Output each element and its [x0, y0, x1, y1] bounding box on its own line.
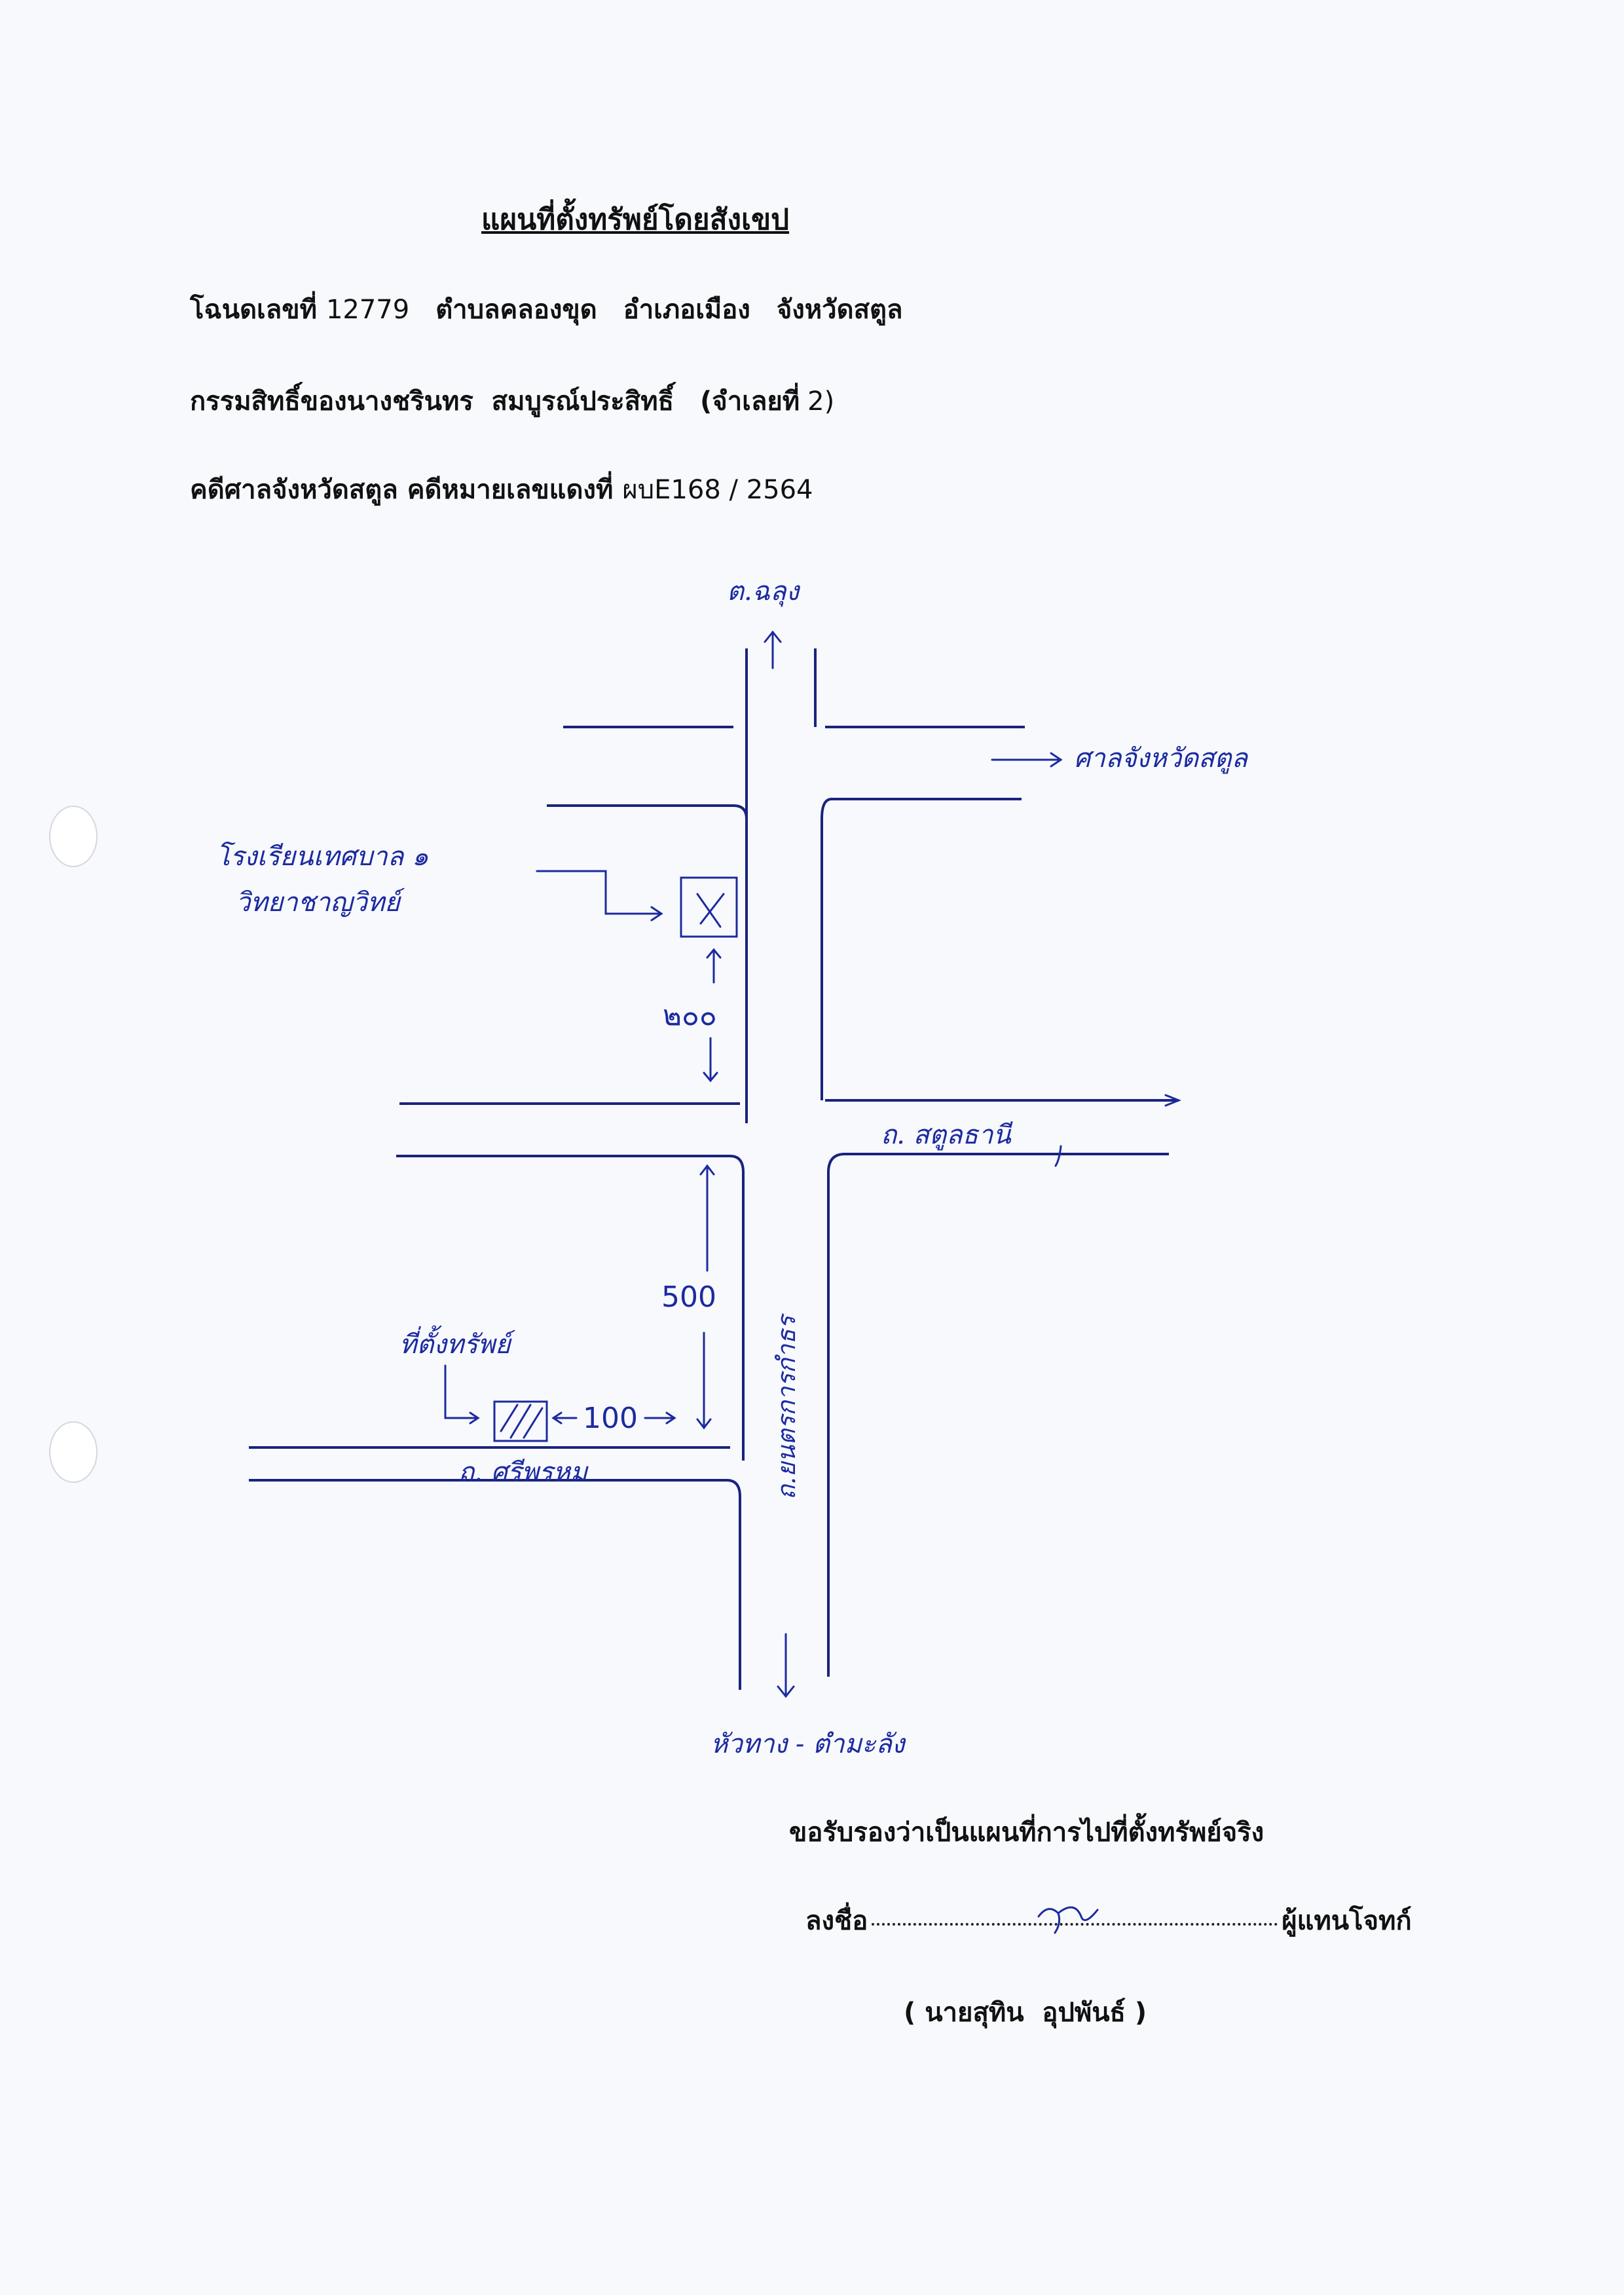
signer-name: ( นายสุทิน อุปพันธ์ ) [904, 1998, 1147, 2028]
school-marker-box [680, 876, 738, 938]
main-road-east-edge-lower [827, 1153, 1169, 1677]
distance-upper-arrowhead-bottom [703, 1072, 718, 1083]
south-arrow-head [777, 1685, 795, 1698]
side-road-label: ถ. ศรีพรหม [458, 1457, 588, 1487]
north-cross-road-west-lower [547, 804, 748, 819]
handwritten-signature [1037, 1906, 1099, 1934]
deed-subdistrict: ตำบลคลองขุด [435, 295, 597, 325]
property-hatch-2 [509, 1404, 532, 1439]
case-label: คดีหมายเลขแดงที่ [407, 475, 614, 505]
school-marker-x-a [696, 893, 722, 928]
property-hatch-1 [500, 1404, 519, 1432]
distance-property-arrowhead-left [551, 1411, 563, 1425]
signature-line [872, 1906, 1278, 1934]
defendant-number: 2) [807, 386, 835, 417]
deed-province: จังหวัดสตูล [776, 295, 903, 325]
deed-label: โฉนดเลขที่ [190, 295, 317, 325]
certification-text: ขอรับรองว่าเป็นแผนที่การไปที่ตั้งทรัพย์จ… [789, 1818, 1264, 1848]
cross-road-label-tick [1054, 1145, 1062, 1167]
signature-row: ลงชื่อ ผู้แทนโจทก์ [805, 1899, 1412, 1941]
main-road-east-edge-upper [821, 798, 1022, 1100]
north-arrow-head [764, 630, 782, 643]
distance-upper-arrowhead-top [706, 948, 722, 959]
distance-upper-label: ๒๐๐ [663, 999, 717, 1032]
deed-number: 12779 [325, 295, 410, 325]
court-name: คดีศาลจังหวัดสตูล [190, 475, 398, 505]
property-hatch-3 [523, 1407, 544, 1439]
distance-lower-arrowhead-bottom [696, 1418, 712, 1430]
document-title: แผนที่ตั้งทรัพย์โดยสังเขป [481, 203, 790, 236]
distance-lower-arrowhead-top [699, 1164, 715, 1176]
school-leader-arrowhead [650, 906, 663, 922]
main-road-label: ถ.ยนตรการกำธร [772, 1315, 801, 1500]
cross-road-label: ถ. สตูลธานี [881, 1120, 1011, 1150]
school-leader-line [536, 870, 663, 915]
school-marker-x-b [699, 893, 725, 925]
side-road-south-edge [249, 1479, 741, 1690]
distance-lower-label: 500 [661, 1280, 716, 1314]
landmark-label-line2: วิทยาชาญวิทย์ [236, 887, 400, 918]
distance-property-arrowhead-right [665, 1411, 676, 1425]
defendant-label: (จำเลยที่ [699, 386, 800, 417]
deed-line: โฉนดเลขที่ 12779 ตำบลคลองขุด อำเภอเมือง … [190, 288, 903, 330]
landmark-label-line1: โรงเรียนเทศบาล ๑ [216, 842, 429, 872]
property-marker-box [493, 1400, 548, 1442]
punch-hole-lower [49, 1421, 98, 1483]
case-line: คดีศาลจังหวัดสตูล คดีหมายเลขแดงที่ ผบE16… [190, 468, 813, 510]
sign-role: ผู้แทนโจทก์ [1282, 1906, 1412, 1936]
sign-label: ลงชื่อ [805, 1906, 868, 1936]
cross-road-south-west-edge [396, 1155, 745, 1461]
case-number: ผบE168 / 2564 [622, 475, 813, 505]
property-leader-arrowhead [469, 1411, 480, 1425]
distance-property-label: 100 [583, 1402, 638, 1435]
right-destination-label: ศาลจังหวัดสตูล [1074, 743, 1248, 774]
deed-district: อำเภอเมือง [623, 295, 750, 325]
east-arrow-head [1050, 752, 1063, 768]
owner-text: กรรมสิทธิ์ของนางชรินทร สมบูรณ์ประสิทธิ์ [190, 386, 674, 417]
punch-hole-upper [49, 806, 98, 867]
bottom-destination-label: หัวทาง - ตำมะลัง [710, 1729, 905, 1759]
owner-line: กรรมสิทธิ์ของนางชรินทร สมบูรณ์ประสิทธิ์ … [190, 380, 834, 422]
property-label: ที่ตั้งทรัพย์ [399, 1330, 511, 1360]
cross-road-east-arrowhead [1164, 1094, 1182, 1107]
top-destination-label: ต.ฉลุง [727, 576, 799, 606]
property-leader-line [444, 1364, 479, 1419]
